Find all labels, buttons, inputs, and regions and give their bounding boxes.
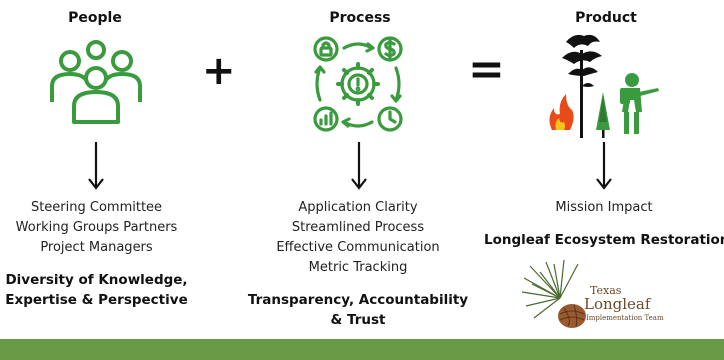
product-heading: Product — [575, 10, 637, 26]
process-item: Application Clarity — [298, 200, 418, 215]
people-heading: People — [68, 10, 122, 26]
forest-fire-icon — [549, 34, 659, 138]
people-icon — [50, 40, 142, 124]
product-emphasis: Longleaf Ecosystem Restoration — [484, 232, 724, 248]
logo-text-line1: Texas — [590, 284, 622, 297]
people-emphasis: Expertise & Perspective — [5, 292, 188, 308]
logo-text-line3: Implementation Team — [586, 314, 664, 322]
logo-text-line2: Longleaf — [584, 295, 651, 313]
process-emphasis: & Trust — [330, 312, 386, 328]
people-item: Steering Committee — [30, 200, 163, 215]
process-emphasis: Transparency, Accountability — [247, 292, 469, 308]
people-emphasis: Diversity of Knowledge, — [5, 272, 188, 288]
people-item: Working Groups Partners — [15, 220, 178, 235]
process-heading: Process — [329, 10, 391, 26]
people-down-arrow — [88, 142, 104, 190]
people-item: Project Managers — [40, 240, 153, 255]
plus-operator: + — [202, 48, 236, 94]
product-item: Mission Impact — [555, 200, 653, 215]
process-item: Streamlined Process — [291, 220, 425, 235]
process-down-arrow — [351, 142, 367, 190]
process-item: Effective Communication — [276, 240, 440, 255]
process-item: Metric Tracking — [308, 260, 408, 275]
footer-bar — [0, 339, 724, 360]
process-cycle-icon — [313, 36, 403, 132]
pine-branch-logo-icon — [521, 259, 586, 328]
equals-operator: = — [468, 44, 505, 95]
product-down-arrow — [596, 142, 612, 190]
